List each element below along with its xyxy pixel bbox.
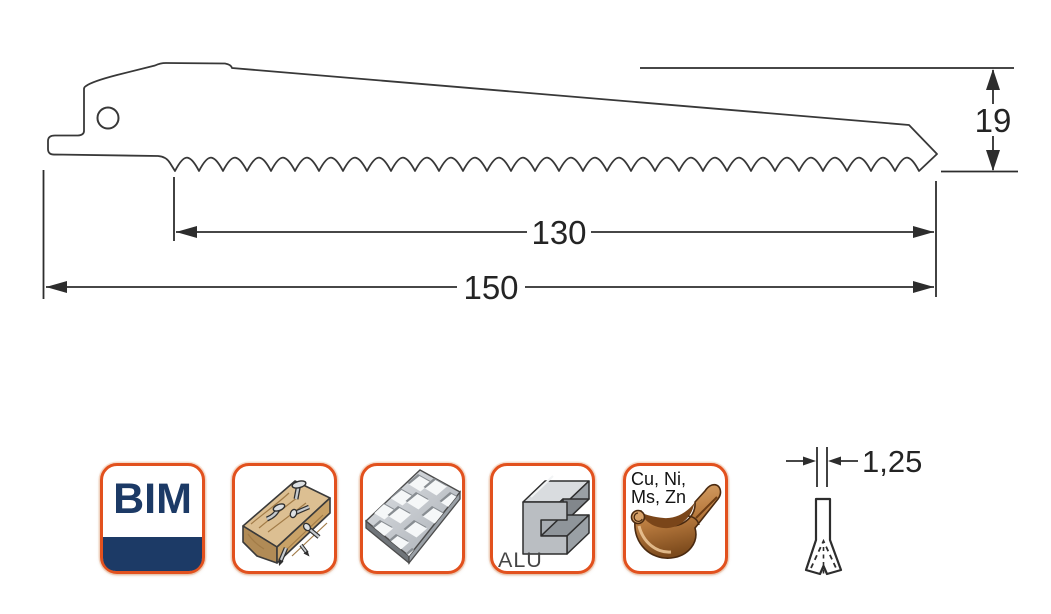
- dimension-lines: [42, 67, 1018, 299]
- arrow-130-right: [913, 226, 934, 238]
- aluminium-profile-icon: ALU: [490, 463, 595, 574]
- teeth-length-value: 130: [531, 214, 586, 251]
- arrow-19-up: [986, 69, 1000, 90]
- gutter-highlight: [637, 525, 672, 554]
- alu-highlight: [530, 475, 554, 498]
- alu-label: ALU: [498, 548, 543, 571]
- perforated-sheet-metal-icon: [360, 463, 465, 574]
- blade: [47, 62, 938, 172]
- wood-with-nails-illustration: [242, 480, 331, 566]
- bim-bimetal-icon: BIM: [100, 463, 205, 574]
- bim-navy-band: [103, 537, 202, 571]
- total-length-value: 150: [463, 269, 518, 306]
- blade-thickness-value: 1,25: [862, 444, 922, 479]
- wood-end-face: [242, 525, 278, 564]
- non-ferrous-metals-gutter-icon: Cu, Ni, Ms, Zn: [623, 463, 728, 574]
- saw-blade-diagram: 130 150 19: [42, 62, 1018, 306]
- bim-label: BIM: [113, 475, 192, 523]
- metals-label-line2: Ms, Zn: [631, 487, 686, 507]
- blade-outline: [47, 62, 938, 172]
- copper-gutter-illustration: Cu, Ni, Ms, Zn: [630, 469, 722, 559]
- arrow-130-left: [176, 226, 197, 238]
- alu-front-face: [522, 501, 568, 555]
- gutter-bead-curl: [633, 512, 643, 523]
- nails: [266, 480, 321, 566]
- aluminium-profile-illustration: ALU: [498, 475, 590, 571]
- thickness-arrow-left: [803, 456, 816, 466]
- gutter-inner-edge-line: [695, 496, 718, 519]
- arrow-150-left: [46, 281, 67, 293]
- wood-with-nails-icon: [232, 463, 337, 574]
- gutter-inner-lip: [687, 515, 700, 526]
- arrow-150-right: [913, 281, 934, 293]
- thickness-arrow-right: [828, 456, 841, 466]
- dimension-arrowheads: [46, 69, 1000, 293]
- tooth-set-centerlines: [810, 538, 837, 569]
- arrow-19-down: [986, 150, 1000, 171]
- metals-label-line1: Cu, Ni,: [631, 469, 686, 489]
- blade-cross-section: [804, 497, 843, 576]
- blade-height-value: 19: [975, 102, 1012, 139]
- mounting-hole: [96, 106, 120, 130]
- gutter-inner-shadow: [641, 502, 695, 529]
- blade-thickness-diagram: 1,25: [786, 444, 922, 576]
- perforated-sheet-illustration: [364, 469, 462, 565]
